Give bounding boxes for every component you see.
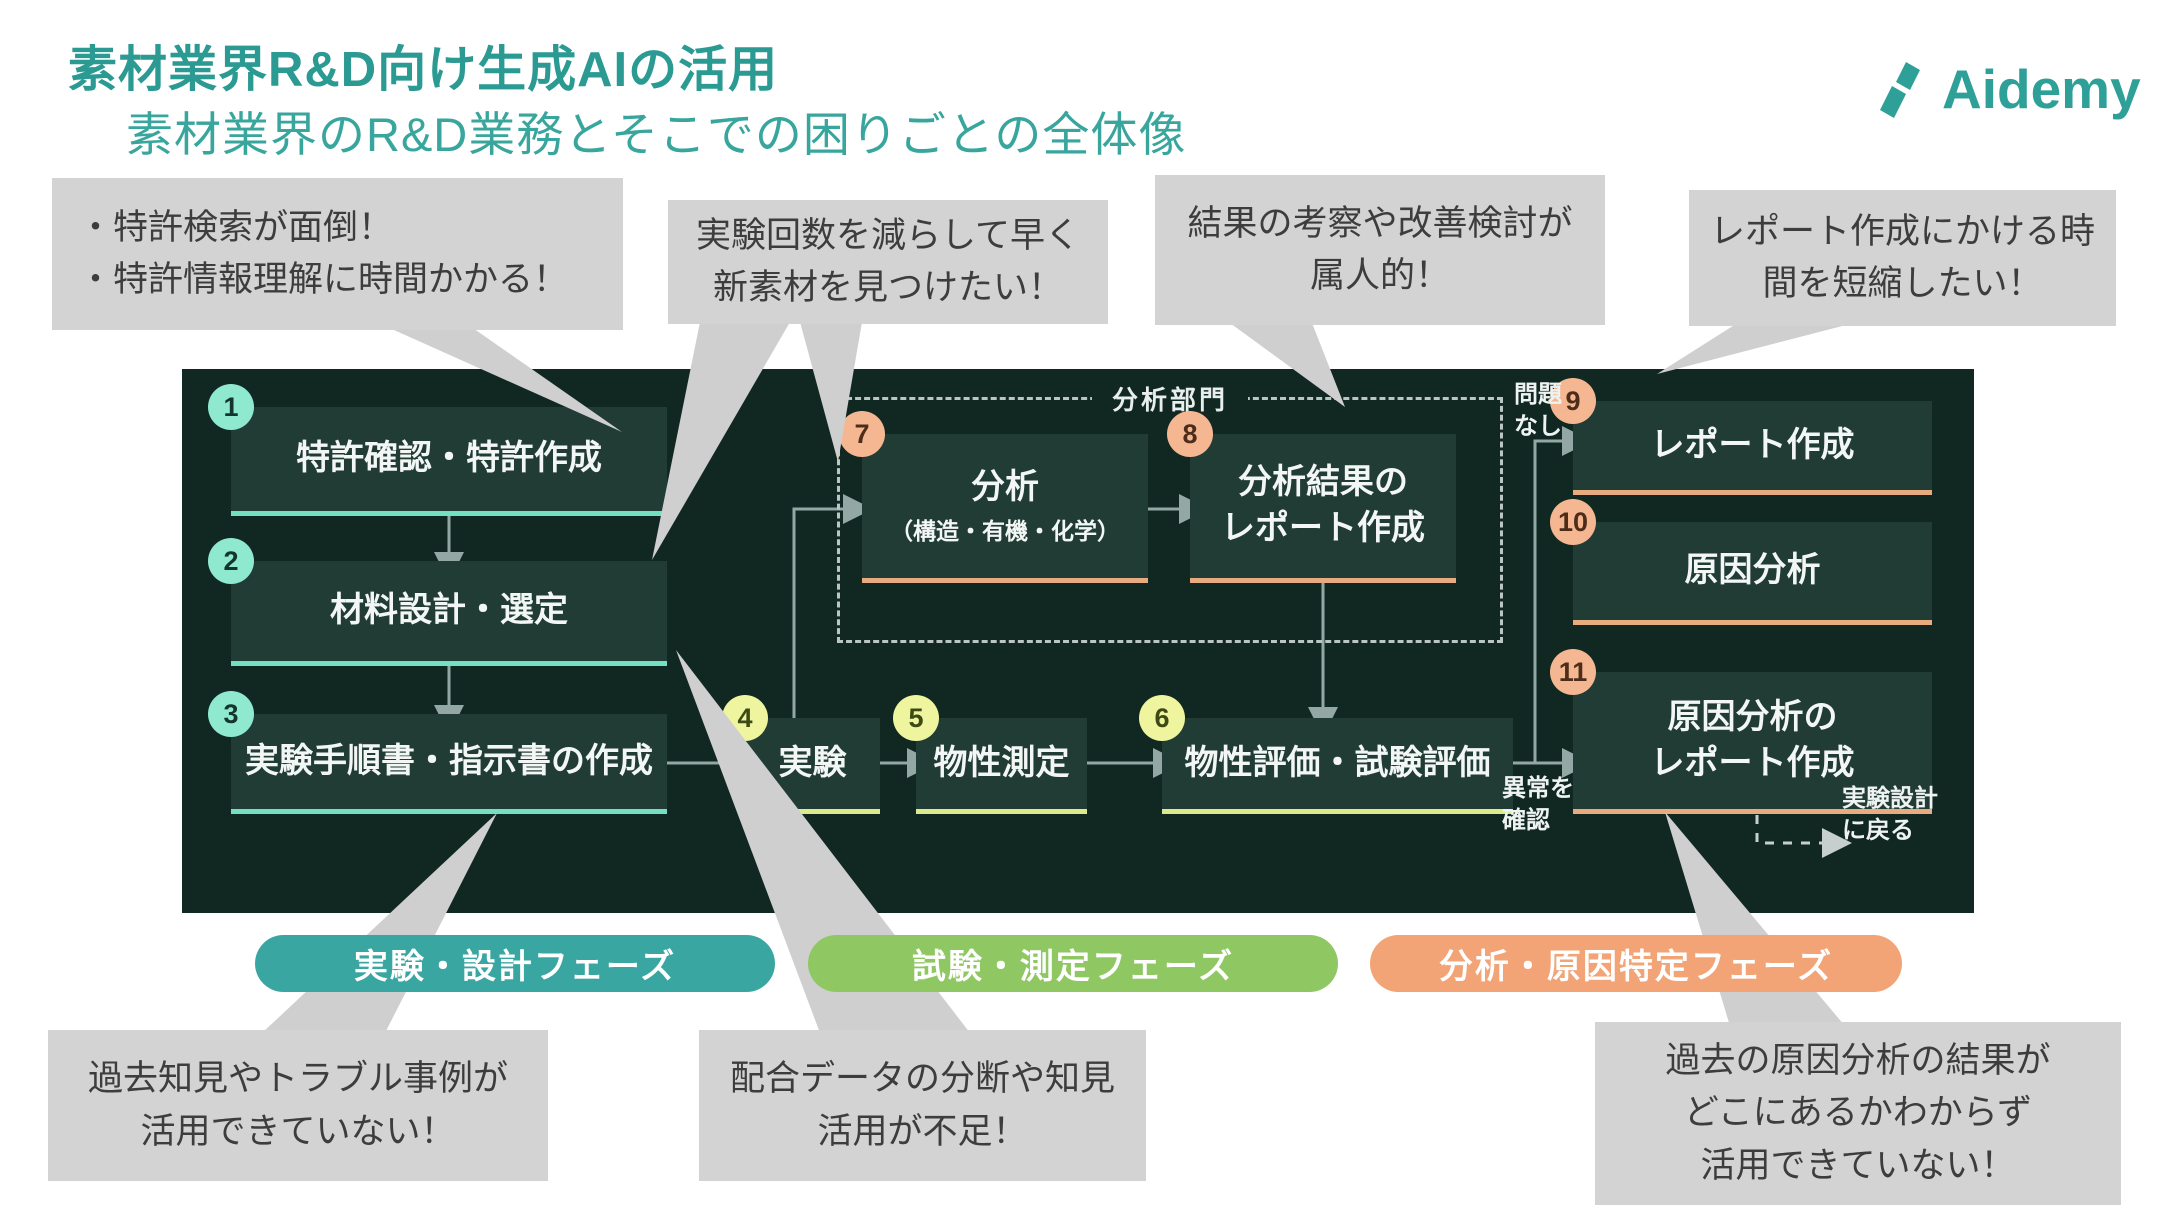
- flow-step-procedure-doc: 実験手順書・指示書の作成: [231, 714, 667, 814]
- callout-personalized-review: 結果の考察や改善検討が 属人的！: [1155, 175, 1605, 325]
- page-title: 素材業界R&D向け生成AIの活用: [68, 43, 779, 97]
- flow-step-analysis: 分析 （構造・有機・化学）: [862, 434, 1148, 583]
- aidemy-logo: Aidemy: [1872, 56, 2141, 122]
- analysis-department-frame: 分析部門: [837, 380, 1503, 643]
- callout-cause-results-lost: 過去の原因分析の結果が どこにあるかわからず 活用できていない！: [1595, 1022, 2121, 1205]
- step-number-badge-4: 4: [722, 695, 768, 741]
- phase-pill-test: 試験・測定フェーズ: [808, 935, 1338, 992]
- step-number-badge-9: 9: [1550, 378, 1596, 424]
- arrow-step6-step9: [1533, 426, 1592, 763]
- flow-step-patent: 特許確認・特許作成: [231, 407, 667, 516]
- flow-step-material-design: 材料設計・選定: [231, 561, 667, 666]
- flow-panel: 分析部門 特許確認・特許作成 材料設計・選定 実験手順書・指示書の作成 実験 物…: [182, 369, 1974, 913]
- aidemy-logo-text: Aidemy: [1942, 58, 2141, 120]
- arrow-return-to-design: [1755, 815, 1852, 858]
- flow-step-analysis-report: 分析結果の レポート作成: [1190, 434, 1456, 583]
- phase-pill-analysis: 分析・原因特定フェーズ: [1370, 935, 1902, 992]
- callout-reduce-experiments: 実験回数を減らして早く 新素材を見つけたい！: [668, 200, 1108, 324]
- arrow-step4-step7: [792, 494, 873, 718]
- callout-past-knowledge: 過去知見やトラブル事例が 活用できていない！: [48, 1030, 548, 1181]
- label-return-to-design: 実験設計 に戻る: [1842, 785, 1938, 845]
- label-anomaly-found: 異常を 確認: [1502, 775, 1574, 835]
- flow-step-report: レポート作成: [1573, 401, 1932, 495]
- aidemy-logo-icon: [1880, 62, 1920, 118]
- callout-data-silo: 配合データの分断や知見 活用が不足！: [699, 1030, 1146, 1181]
- step-number-badge-11: 11: [1550, 649, 1596, 695]
- flow-step-cause-analysis: 原因分析: [1573, 522, 1932, 625]
- step-number-badge-1: 1: [208, 384, 254, 430]
- flow-step-experiment: 実験: [745, 718, 880, 814]
- flow-step-cause-report: 原因分析の レポート作成: [1573, 672, 1932, 814]
- step-number-badge-3: 3: [208, 691, 254, 737]
- step-number-badge-5: 5: [893, 695, 939, 741]
- page-subtitle: 素材業界のR&D業務とそこでの困りごとの全体像: [126, 108, 1187, 161]
- phase-pill-design: 実験・設計フェーズ: [255, 935, 775, 992]
- flow-step-evaluation: 物性評価・試験評価: [1162, 718, 1513, 814]
- step-number-badge-10: 10: [1550, 499, 1596, 545]
- analysis-department-label: 分析部門: [1091, 380, 1249, 417]
- flow-step-property-measure: 物性測定: [916, 718, 1087, 814]
- callout-report-time: レポート作成にかける時 間を短縮したい！: [1689, 190, 2116, 326]
- step-number-badge-7: 7: [839, 411, 885, 457]
- label-no-problem: 問題 なし: [1514, 381, 1562, 441]
- callout-tail: [1657, 324, 1850, 374]
- flow-step-analysis-label: 分析: [971, 467, 1039, 506]
- flow-step-analysis-sublabel: （構造・有機・化学）: [890, 518, 1120, 545]
- step-number-badge-2: 2: [208, 538, 254, 584]
- step-number-badge-8: 8: [1167, 411, 1213, 457]
- callout-patent-pain: ・特許検索が面倒！ ・特許情報理解に時間かかる！: [52, 178, 623, 330]
- step-number-badge-6: 6: [1139, 695, 1185, 741]
